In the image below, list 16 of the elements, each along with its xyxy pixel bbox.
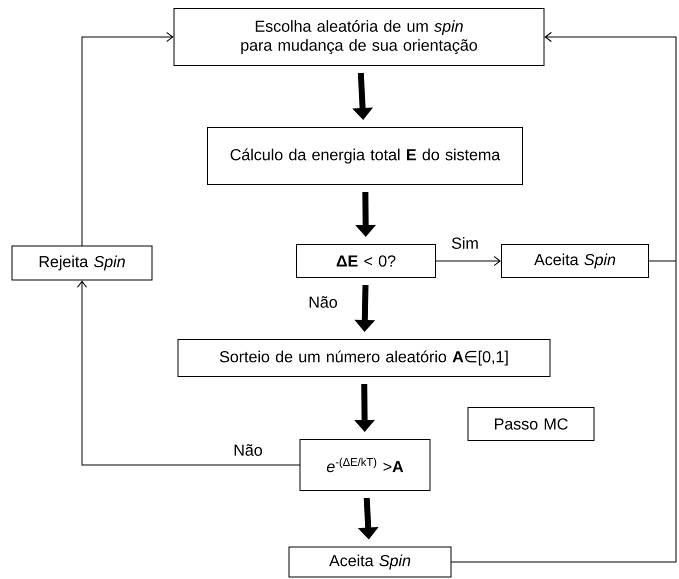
arrow	[451, 32, 676, 562]
process-box: ΔE < 0?	[296, 244, 436, 278]
process-box: Aceita Spin	[501, 244, 649, 278]
process-box: Aceita Spin	[288, 546, 452, 578]
arrow	[77, 280, 300, 466]
edge-label: Sim	[450, 236, 480, 250]
process-box: Rejeita Spin	[12, 246, 152, 280]
process-box: e$^{-(ΔE/kT)}$ >A	[300, 439, 430, 491]
process-box: Cálculo da energia total E do sistema	[207, 127, 523, 185]
edge-label: Não	[307, 295, 339, 309]
arrow	[436, 256, 501, 266]
process-box: Sorteio de um número aleatório A∈[0,1]	[178, 339, 550, 377]
arrow	[82, 32, 174, 246]
process-box: Escolha aleatória de um spin para mudança de sua orientação	[174, 8, 544, 66]
process-box: Passo MC	[468, 407, 594, 441]
edge-label: Não	[232, 443, 264, 457]
